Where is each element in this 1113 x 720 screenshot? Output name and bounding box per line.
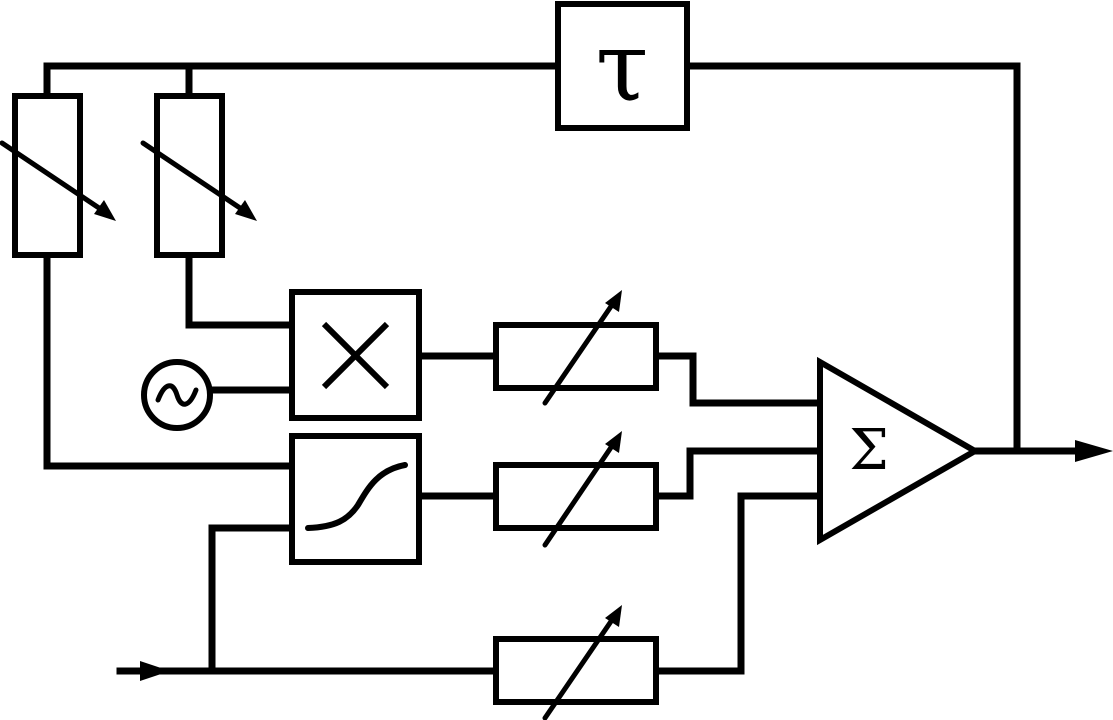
variable-resistor-middle bbox=[493, 431, 659, 548]
sine-wave-icon bbox=[155, 383, 199, 407]
variable-resistor-lower bbox=[493, 605, 659, 720]
adjust-arrow-icon bbox=[605, 290, 622, 312]
adjust-arrow-icon bbox=[605, 605, 622, 627]
wire-resistor-to-multiplier bbox=[185, 251, 296, 329]
input-arrow-icon bbox=[140, 661, 170, 681]
multiplier-block bbox=[289, 289, 422, 421]
delay-symbol: τ bbox=[595, 11, 648, 123]
wires bbox=[43, 62, 1084, 675]
delay-block: τ bbox=[555, 1, 690, 131]
wire-resistor-to-summer-3 bbox=[652, 492, 824, 675]
nonlinear-block bbox=[289, 433, 422, 565]
variable-resistor-upper bbox=[493, 290, 659, 406]
sigmoid-curve-icon bbox=[305, 462, 408, 531]
wire-resistor-to-summer-1 bbox=[652, 352, 824, 407]
variable-resistor-left bbox=[0, 93, 116, 258]
oscillator-source bbox=[141, 359, 213, 431]
wire-resistor-to-summer-2 bbox=[652, 447, 824, 500]
wire-delay-to-output bbox=[683, 62, 1021, 455]
multiply-icon bbox=[321, 321, 390, 390]
variable-resistor-second bbox=[140, 93, 257, 258]
wire-input-to-nonlinear bbox=[208, 524, 296, 675]
wire-left-resistor-to-nonlinear bbox=[43, 251, 296, 470]
summing-amplifier: Σ bbox=[817, 356, 982, 546]
sum-symbol: Σ bbox=[849, 418, 889, 483]
wire-top-feedback bbox=[43, 62, 562, 100]
output-arrow-icon bbox=[1075, 440, 1113, 462]
adjust-arrow-icon bbox=[94, 200, 116, 221]
adjust-arrow-icon bbox=[235, 200, 257, 221]
adjust-arrow-icon bbox=[605, 431, 622, 453]
